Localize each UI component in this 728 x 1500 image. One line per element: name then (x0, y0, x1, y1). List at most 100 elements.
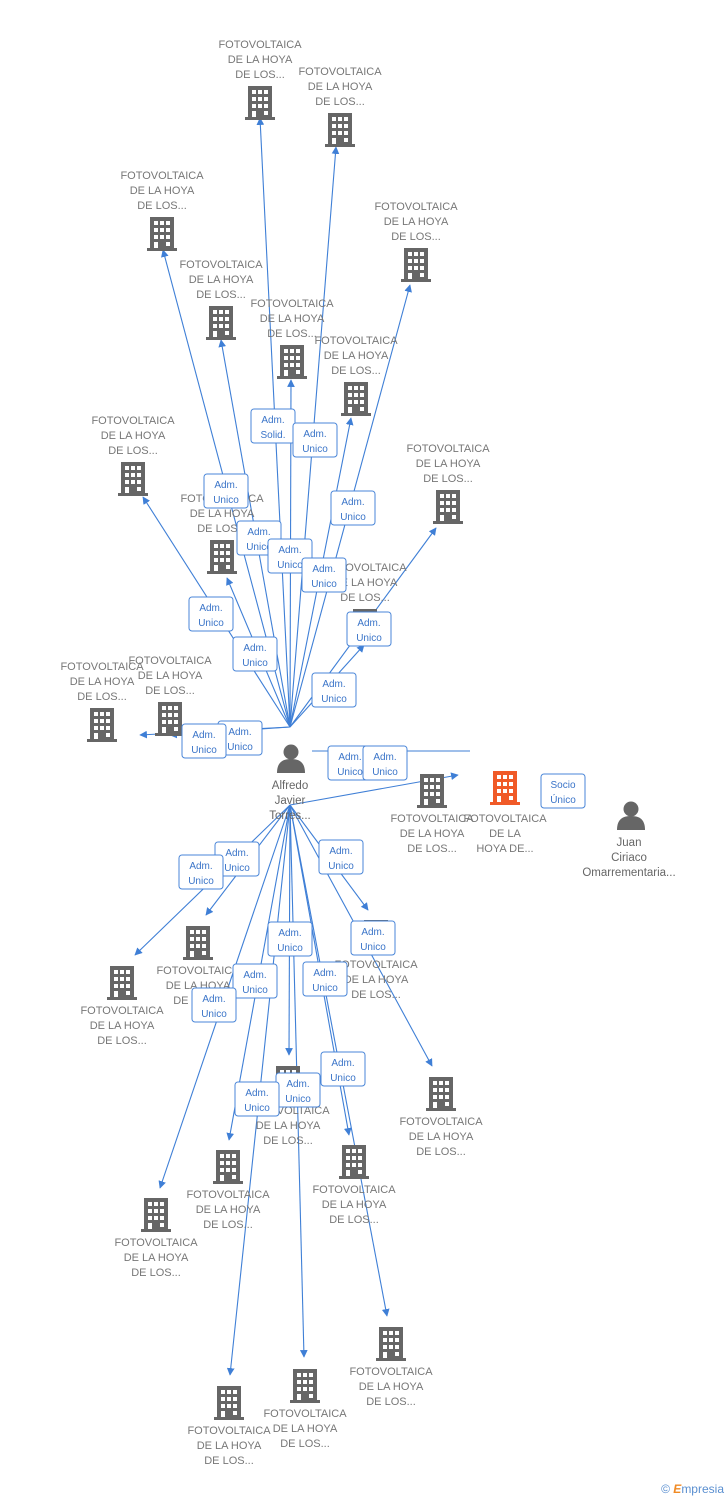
role-badge-text: Unico (244, 1103, 270, 1114)
role-badge-7[interactable]: Adm.Unico (188, 596, 234, 632)
role-badge-text: Adm. (261, 415, 284, 426)
other-person-label-line: Juan (617, 837, 642, 849)
role-badge-1[interactable]: Adm.Unico (292, 422, 338, 458)
company-label-line: DE LOS... (280, 1438, 330, 1450)
company-label-line: DE LOS... (196, 289, 246, 301)
person-icon (617, 801, 645, 830)
company-label-line: DE LA HOYA (101, 430, 166, 442)
role-badge-text: Unico (198, 618, 224, 629)
role-badge-24[interactable]: Adm.Unico (275, 1072, 321, 1108)
role-badge-text: Adm. (338, 752, 361, 763)
role-badge-15[interactable]: Adm.Unico (214, 841, 260, 877)
company-label-line: DE LOS... (407, 843, 457, 855)
role-badge-text: Unico (213, 495, 239, 506)
role-badge-2[interactable]: Adm.Unico (203, 473, 249, 509)
role-badge-text: Adm. (312, 564, 335, 575)
role-badge-22[interactable]: Adm.Unico (191, 987, 237, 1023)
company-label-line: DE LOS... (203, 1219, 253, 1231)
empresia-footer[interactable]: © Empresia (661, 1482, 724, 1496)
role-badge-text: Unico (372, 767, 398, 778)
role-badge-text: Unico (242, 985, 268, 996)
building-icon (341, 382, 371, 416)
company-label-line: DE LA HOYA (228, 54, 293, 66)
company-label-line: DE LA HOYA (189, 274, 254, 286)
company-label-line: FOTOVOLTAICA (60, 661, 144, 673)
role-badge-text: Adm. (286, 1079, 309, 1090)
building-icon (245, 86, 275, 120)
role-badge-text: Unico (321, 694, 347, 705)
building-icon (147, 217, 177, 251)
role-badge-text: Adm. (331, 1058, 354, 1069)
company-label-line: FOTOVOLTAICA (334, 959, 418, 971)
company-label-line: DE LOS... (331, 365, 381, 377)
highlight-company-label-line: FOTOVOLTAICA (463, 813, 547, 825)
role-badge-text: Adm. (245, 1088, 268, 1099)
company-label-line: DE LA HOYA (190, 508, 255, 520)
company-label-line: DE LOS... (204, 1455, 254, 1467)
role-badge-8[interactable]: Adm.Unico (346, 611, 392, 647)
company-label-line: FOTOVOLTAICA (80, 1005, 164, 1017)
role-badge-10[interactable]: Adm.Unico (311, 672, 357, 708)
center-person-node[interactable]: AlfredoJavierTorres... (269, 744, 311, 823)
role-badge-16[interactable]: Adm.Unico (318, 839, 364, 875)
company-label-line: FOTOVOLTAICA (374, 201, 458, 213)
role-badge-18[interactable]: Adm.Unico (267, 921, 313, 957)
company-label-line: FOTOVOLTAICA (263, 1408, 347, 1420)
other-person-node[interactable]: JuanCiriacoOmarrementaria... (582, 801, 676, 880)
role-badge-text: Adm. (357, 618, 380, 629)
role-badge-12[interactable]: Adm.Unico (181, 723, 227, 759)
building-icon (206, 306, 236, 340)
company-label-line: DE LOS... (97, 1035, 147, 1047)
building-icon (118, 462, 148, 496)
role-badge-9[interactable]: Adm.Unico (232, 636, 278, 672)
role-badge-text: Unico (224, 863, 250, 874)
role-badge-text: Adm. (243, 643, 266, 654)
role-badge-17[interactable]: Adm.Unico (178, 854, 224, 890)
highlight-company-label-line: DE LA (489, 828, 521, 840)
role-badge-21[interactable]: Adm.Unico (302, 961, 348, 997)
role-badge-25[interactable]: Adm. Unico (234, 1081, 280, 1117)
role-badge-text: Adm. (278, 928, 301, 939)
role-badge-3[interactable]: Adm.Unico (330, 490, 376, 526)
role-badge-text: Unico (191, 745, 217, 756)
role-badge-19[interactable]: Adm.Unico (350, 920, 396, 956)
role-badge-0[interactable]: Adm. Solid. (250, 408, 296, 444)
role-badge-5[interactable]: Adm.Unico (267, 538, 313, 574)
role-badge-20[interactable]: Adm.Unico (232, 963, 278, 999)
role-badge-text: Solid. (260, 430, 285, 441)
role-badge-text: Adm. (303, 429, 326, 440)
role-badge-6[interactable]: Adm.Unico (301, 557, 347, 593)
role-badge-text: Adm. (373, 752, 396, 763)
company-label-line: FOTOVOLTAICA (312, 1184, 396, 1196)
company-label-line: DE LOS... (351, 989, 401, 1001)
role-badge-23[interactable]: Adm.Unico (320, 1051, 366, 1087)
role-badge-14[interactable]: Adm. Unico (362, 745, 408, 781)
company-label-line: DE LA HOYA (324, 350, 389, 362)
company-label-line: FOTOVOLTAICA (399, 1116, 483, 1128)
building-icon (325, 113, 355, 147)
